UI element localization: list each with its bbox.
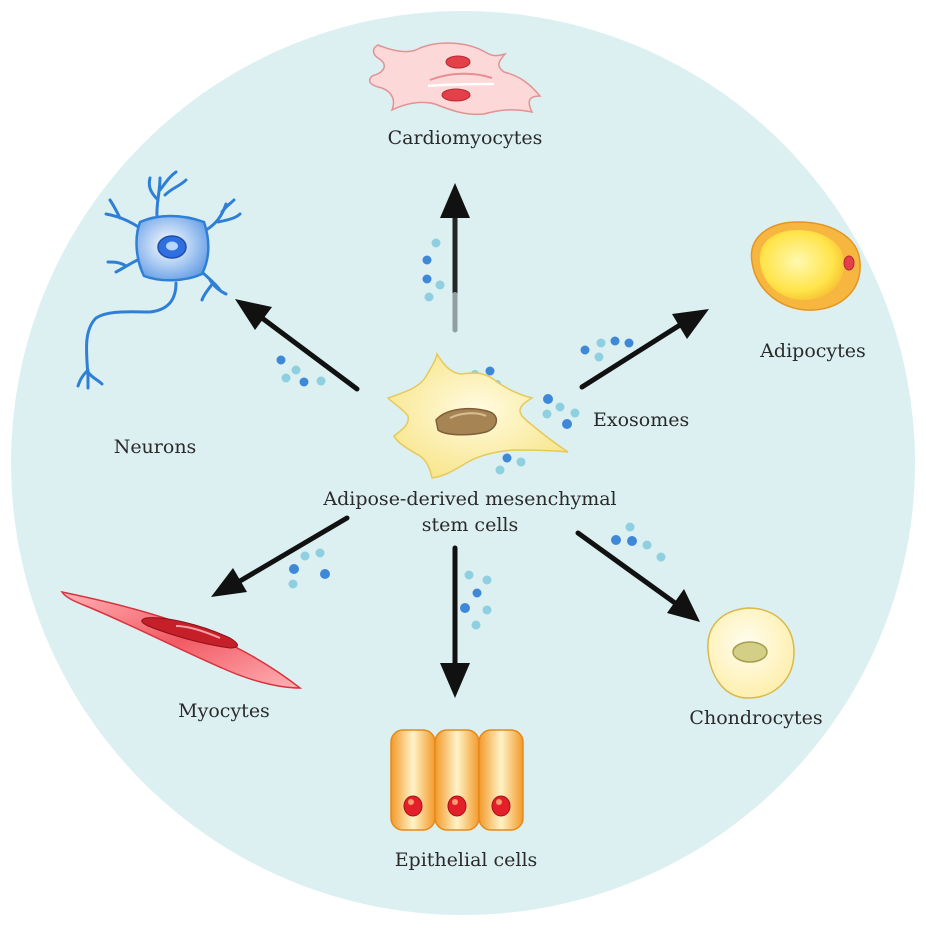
label-chondrocytes: Chondrocytes [689,707,823,729]
label-epithelial: Epithelial cells [394,849,538,871]
arrow-to-cardiomyocytes [440,183,470,333]
label-stem-cells-line2: stem cells [421,514,519,536]
chondrocyte-illustration [707,607,795,699]
label-neurons: Neurons [113,436,197,458]
epithelial-illustration [390,729,524,831]
arrow-to-neurons [235,299,360,392]
exosome-clusters [276,238,666,630]
arrow-to-chondrocytes [575,530,700,622]
label-exosomes: Exosomes [593,409,690,431]
arrow-to-myocytes [211,515,350,597]
label-adipocytes: Adipocytes [760,340,866,362]
arrow-to-adipocytes [579,309,709,390]
myocyte-illustration [60,590,303,689]
label-stem-cells-line1: Adipose-derived mesenchymal [323,488,617,510]
label-stem-cells: Adipose-derived mesenchymal stem cells [323,486,616,538]
label-cardiomyocytes: Cardiomyocytes [387,127,543,149]
adipocyte-illustration [750,221,861,311]
arrows [211,183,709,698]
stem-cell [386,351,569,479]
cardiomyocyte-illustration [368,42,542,116]
arrow-to-epithelial [440,545,470,698]
label-myocytes: Myocytes [178,700,270,722]
neuron-illustration [76,170,242,390]
